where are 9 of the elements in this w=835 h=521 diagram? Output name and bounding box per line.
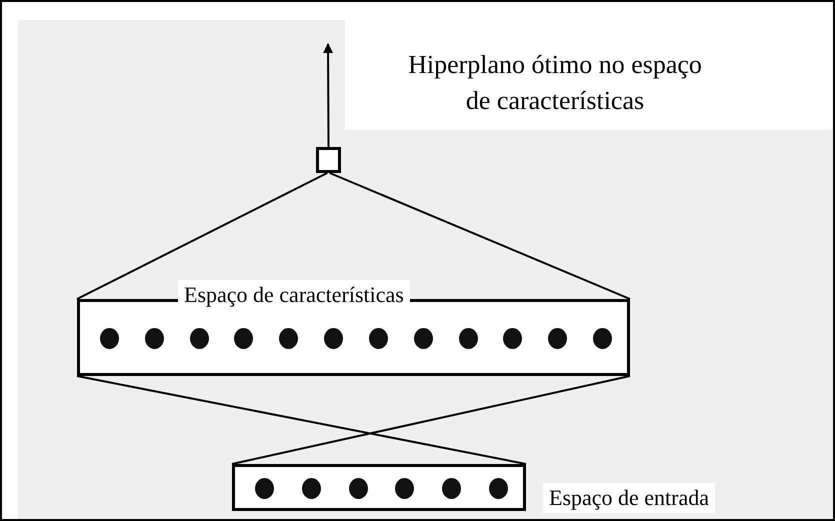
connection-line <box>329 172 630 300</box>
arrow <box>323 43 334 147</box>
box-heading: Espaço de características <box>178 280 410 310</box>
box-caption: Espaço de entrada <box>543 483 716 513</box>
connection-line <box>76 172 328 300</box>
title-text: Hiperplano ótimo no espaço de características <box>407 49 703 117</box>
connection-line <box>232 375 630 465</box>
square-node <box>316 147 341 173</box>
connection-line <box>76 375 526 465</box>
